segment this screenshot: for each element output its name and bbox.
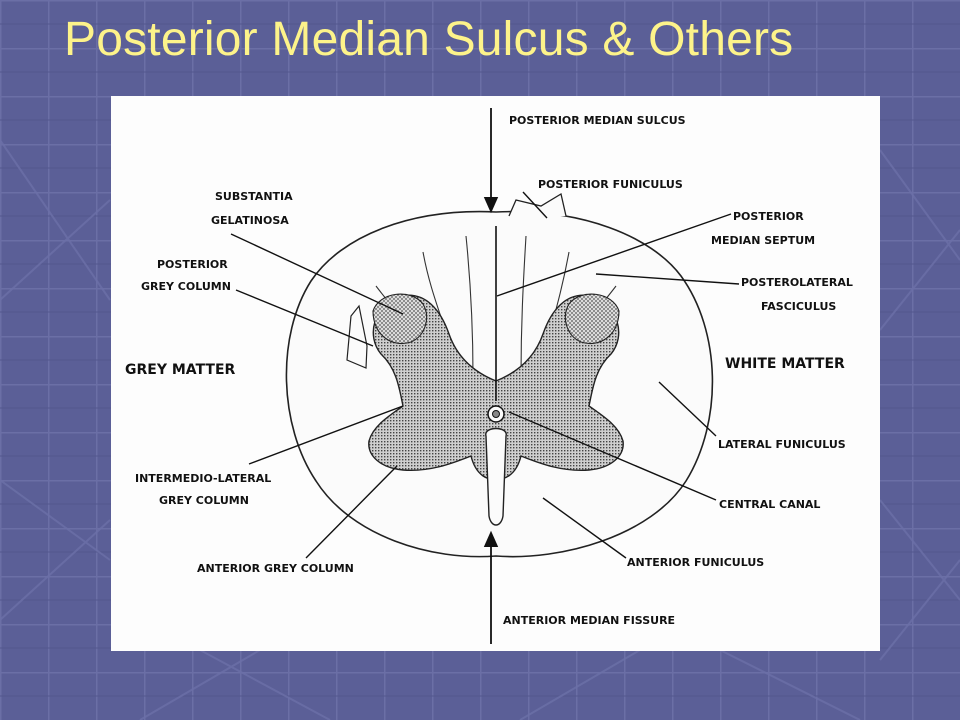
label-intermediolateral-2: GREY COLUMN (159, 494, 249, 507)
label-anterior-median-fissure: ANTERIOR MEDIAN FISSURE (503, 614, 675, 627)
slide-title: Posterior Median Sulcus & Others (64, 13, 794, 66)
posterior-grey-column-box (346, 304, 368, 369)
leader-lines (230, 191, 740, 559)
label-posterolateral-fasciculus-1: POSTEROLATERAL (741, 276, 853, 289)
label-posterior-median-septum-2: MEDIAN SEPTUM (711, 234, 815, 247)
label-posterior-median-septum-1: POSTERIOR (733, 210, 804, 223)
label-lateral-funiculus: LATERAL FUNICULUS (718, 438, 846, 451)
label-grey-matter: GREY MATTER (125, 362, 236, 378)
diagram-svg: POSTERIOR MEDIAN SULCUS POSTERIOR FUNICU… (125, 108, 853, 644)
label-substantia-gelatinosa-2: GELATINOSA (211, 214, 289, 227)
anterior-median-fissure (485, 427, 507, 526)
substantia-gelatinosa-right (564, 293, 620, 344)
label-substantia-gelatinosa-1: SUBSTANTIA (215, 190, 293, 203)
label-white-matter: WHITE MATTER (725, 356, 845, 372)
label-central-canal: CENTRAL CANAL (719, 498, 820, 511)
label-posterior-grey-column-2: GREY COLUMN (141, 280, 231, 293)
label-posterior-median-sulcus: POSTERIOR MEDIAN SULCUS (509, 114, 686, 127)
label-intermediolateral-1: INTERMEDIO-LATERAL (135, 472, 271, 485)
label-anterior-funiculus: ANTERIOR FUNICULUS (627, 556, 764, 569)
label-anterior-grey-column: ANTERIOR GREY COLUMN (197, 562, 354, 575)
label-posterolateral-fasciculus-2: FASCICULUS (761, 300, 836, 313)
label-posterior-grey-column-1: POSTERIOR (157, 258, 228, 271)
spinal-cord-diagram: POSTERIOR MEDIAN SULCUS POSTERIOR FUNICU… (111, 96, 880, 651)
posterior-funiculus-notch (508, 192, 567, 217)
label-posterior-funiculus: POSTERIOR FUNICULUS (538, 178, 683, 191)
